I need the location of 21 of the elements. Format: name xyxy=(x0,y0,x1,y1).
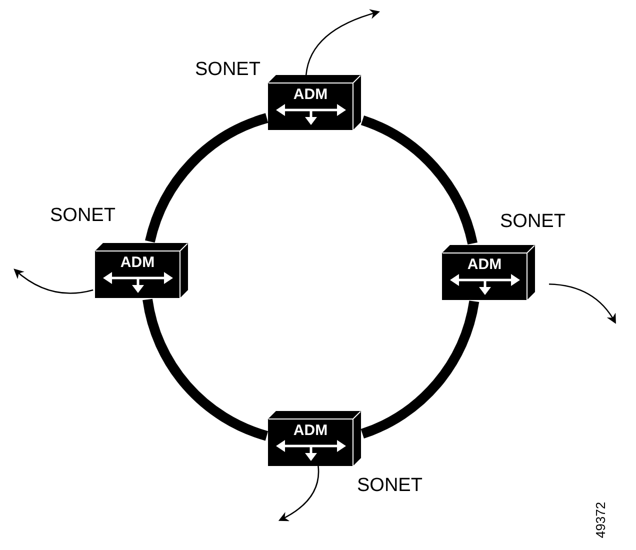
adm-device xyxy=(95,243,188,298)
adm-device xyxy=(268,75,361,130)
figure-number: 49372 xyxy=(592,502,610,538)
node-caption: SONET xyxy=(50,206,116,226)
adm-device xyxy=(442,245,535,300)
device-label: ADM xyxy=(292,423,329,439)
ring-link xyxy=(142,298,268,441)
arrow xyxy=(14,268,94,294)
device-label: ADM xyxy=(292,87,329,103)
arrow xyxy=(305,9,380,76)
ring-link xyxy=(360,116,478,245)
node-caption: SONET xyxy=(195,60,260,80)
adm-device xyxy=(268,411,361,466)
node-caption: SONET xyxy=(500,212,566,232)
arrow xyxy=(548,283,616,324)
device-label: ADM xyxy=(466,257,503,273)
node-caption: SONET xyxy=(357,476,422,496)
arrow xyxy=(278,466,320,521)
device-label: ADM xyxy=(119,255,156,271)
ring-link xyxy=(145,113,268,243)
ring-link xyxy=(360,300,480,438)
